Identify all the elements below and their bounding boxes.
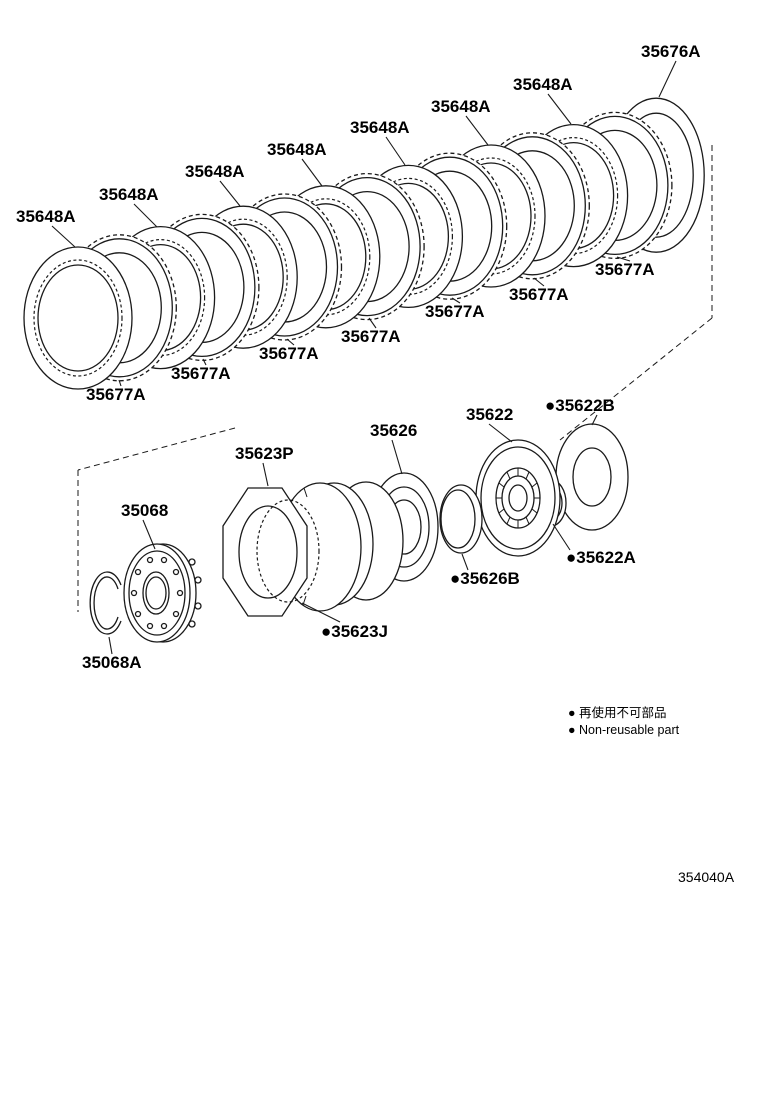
part-label-35677A: 35677A bbox=[595, 260, 655, 279]
part-label-35068: 35068 bbox=[121, 501, 168, 520]
hub-stud bbox=[194, 602, 202, 610]
brake-plate-spline bbox=[33, 259, 123, 377]
hub-stud bbox=[194, 576, 202, 584]
figure-code: 354040A bbox=[678, 869, 735, 885]
hub-center-spline bbox=[145, 576, 167, 610]
part-label-35623J: ●35623J bbox=[321, 622, 388, 641]
part-label-35622A: ●35622A bbox=[566, 548, 636, 567]
part-label-35677A: 35677A bbox=[341, 327, 401, 346]
construction-lines bbox=[77, 145, 713, 612]
part-label-35068A: 35068A bbox=[82, 653, 142, 672]
part-label-35677A: 35677A bbox=[171, 364, 231, 383]
legend-non-reusable-jp: ● 再使用不可部品 bbox=[568, 705, 667, 720]
part-label-35677A: 35677A bbox=[425, 302, 485, 321]
part-label-35648A: 35648A bbox=[431, 97, 491, 116]
leader-lines bbox=[51, 60, 677, 655]
part-labels: 35648A 35648A 35648A 35648A 35648A 35648… bbox=[16, 42, 701, 672]
hub-stud bbox=[188, 620, 196, 628]
race-hole bbox=[572, 447, 612, 507]
part-label-35676A: 35676A bbox=[641, 42, 701, 61]
part-label-35623P: 35623P bbox=[235, 444, 294, 463]
drum-35623P-drawing bbox=[222, 482, 374, 617]
race-35622B-drawing bbox=[555, 423, 629, 531]
legend: ● 再使用不可部品 ● Non-reusable part bbox=[568, 705, 680, 737]
hub-35068-drawing bbox=[123, 543, 202, 643]
clutch-drum-assembly bbox=[89, 423, 629, 643]
hub-stud bbox=[188, 558, 196, 566]
snap-ring-inner bbox=[93, 576, 119, 630]
hub-center-hole bbox=[142, 571, 170, 615]
snap-ring-35068A-drawing bbox=[89, 571, 122, 635]
part-label-35648A: 35648A bbox=[99, 185, 159, 204]
dashed-reference-line bbox=[559, 317, 713, 441]
part-label-35677A: 35677A bbox=[86, 385, 146, 404]
part-label-35648A: 35648A bbox=[513, 75, 573, 94]
part-label-35648A: 35648A bbox=[267, 140, 327, 159]
part-label-35622: 35622 bbox=[466, 405, 513, 424]
part-label-35677A: 35677A bbox=[509, 285, 569, 304]
legend-non-reusable-en: ● Non-reusable part bbox=[568, 723, 680, 737]
part-label-35648A: 35648A bbox=[16, 207, 76, 226]
brake-plate-disc-stack bbox=[23, 97, 705, 390]
hub-bolt-holes bbox=[130, 556, 184, 630]
ring-outer bbox=[439, 484, 483, 554]
hub-flange-edge bbox=[128, 550, 186, 636]
brake-plate-hole bbox=[37, 264, 119, 372]
snap-ring-outer bbox=[89, 571, 122, 635]
part-label-35622B: ●35622B bbox=[545, 396, 615, 415]
ring-35626B-drawing bbox=[439, 484, 483, 554]
band-35623J bbox=[256, 499, 320, 603]
part-label-35648A: 35648A bbox=[185, 162, 245, 181]
drum-35622-drawing bbox=[475, 439, 561, 557]
part-label-35648A: 35648A bbox=[350, 118, 410, 137]
part-label-35677A: 35677A bbox=[259, 344, 319, 363]
drum-opening bbox=[238, 505, 298, 599]
ring-edge bbox=[440, 489, 476, 549]
part-label-35626B: ●35626B bbox=[450, 569, 520, 588]
dashed-reference-line bbox=[77, 427, 236, 471]
bearing-hatch bbox=[496, 468, 540, 528]
part-label-35626: 35626 bbox=[370, 421, 417, 440]
drum-center-hole bbox=[508, 484, 528, 512]
